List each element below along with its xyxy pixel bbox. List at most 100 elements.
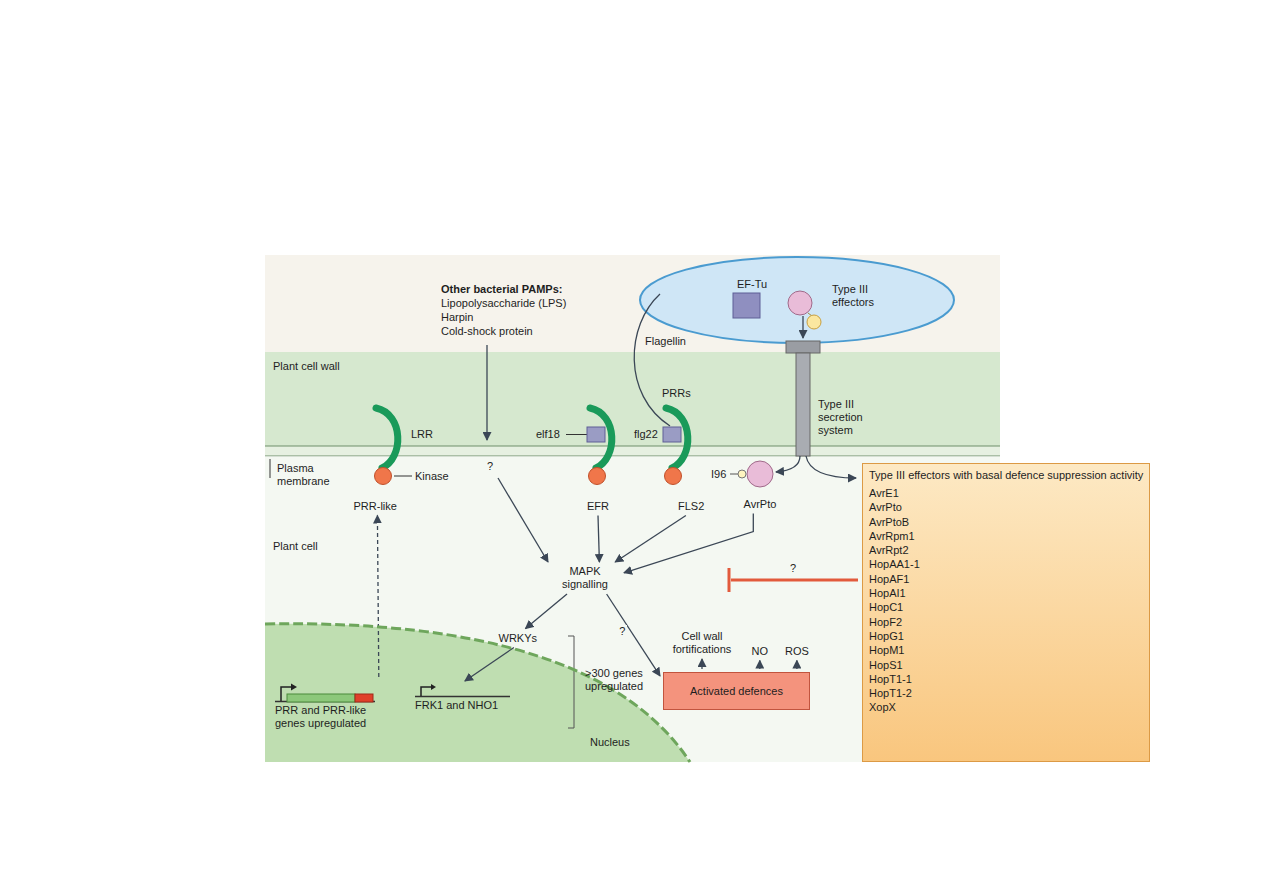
node-text: WRKYs [499, 632, 538, 645]
node-text: AvrPto [744, 498, 777, 511]
protein-label: Type III effectors [832, 283, 890, 309]
receptor-label: FLS2 [678, 500, 704, 513]
connector-arrow [465, 648, 514, 682]
node-text: MAPK signalling [549, 565, 621, 591]
promoter-head [431, 684, 436, 690]
list-item: XopX [869, 700, 1143, 714]
connector-arrow [624, 514, 753, 573]
ligand-label: flg22 [634, 428, 658, 441]
region-label: Plant cell [273, 540, 318, 553]
connector-arrow [377, 516, 378, 678]
connector-arrow [759, 661, 760, 670]
line-stroke [728, 568, 731, 592]
receptor-label: EFR [587, 500, 609, 513]
connector-arrow [607, 594, 660, 676]
transcription-factor-label: WRKYs [499, 632, 538, 645]
effector-list-box: Type III effectors with basal defence su… [862, 463, 1150, 762]
bracket [568, 636, 574, 728]
flg22-ligand [663, 427, 681, 442]
node-text: Cell wall fortifications [666, 630, 738, 656]
pamp-item: Lipopolysaccharide (LPS) [441, 297, 566, 310]
ef-tu-protein [733, 293, 760, 318]
region-label: Plasma membrane [277, 462, 339, 488]
unknown-mark: ? [487, 460, 493, 473]
pamp-arrow [486, 345, 487, 440]
defence-box: Activated defences [663, 672, 810, 710]
inhibition-line [731, 579, 858, 582]
line-stroke [730, 474, 738, 475]
kinase-domain [375, 468, 392, 485]
list-item: AvrRpt2 [869, 543, 1143, 557]
list-item: HopC1 [869, 600, 1143, 614]
list-item: HopT1-2 [869, 686, 1143, 700]
effector-protein [807, 315, 821, 329]
connector-arrow [615, 516, 686, 563]
nuclear-envelope [265, 624, 690, 762]
extracellular-space [265, 255, 1000, 352]
line-stroke [265, 446, 1000, 447]
connector-arrow [796, 661, 797, 670]
gene-body [287, 694, 355, 702]
node-text: PRR-like [354, 500, 397, 513]
connector-arrow [598, 516, 599, 563]
list-item: AvrRpm1 [869, 529, 1143, 543]
unknown-mark: ? [790, 562, 796, 575]
promoter-arrow [281, 687, 291, 701]
pathway-label: MAPK signalling [549, 565, 621, 591]
kinase-domain [589, 468, 606, 485]
list-item: HopM1 [869, 643, 1143, 657]
list-item: HopT1-1 [869, 672, 1143, 686]
kinase-exon [355, 694, 373, 702]
plasma-membrane [265, 446, 1000, 456]
structure-label: Type III secretion system [818, 398, 898, 437]
gene-label: FRK1 and NHO1 [415, 684, 498, 712]
promoter-arrow [421, 687, 431, 696]
node-text: Nucleus [590, 736, 630, 749]
receptor-label: PRR-like [354, 500, 397, 513]
protein-label: EF-Tu [737, 278, 767, 291]
gene-symbol [275, 680, 385, 706]
line-stroke [802, 316, 803, 338]
list-item: AvrE1 [869, 486, 1143, 500]
node-text: ROS [785, 645, 809, 658]
domain-label: LRR [411, 428, 433, 441]
connector-arrow [701, 659, 702, 669]
list-item: AvrPto [869, 500, 1143, 514]
node-text: EFR [587, 500, 609, 513]
list-item: HopG1 [869, 629, 1143, 643]
list-item: AvrPtoB [869, 515, 1143, 529]
effector-protein [788, 291, 812, 315]
box-heading: Type III effectors with basal defence su… [869, 469, 1143, 482]
pamp-heading: Other bacterial PAMPs: [441, 283, 562, 296]
path-stroke [806, 456, 856, 478]
ligand-label: Flagellin [645, 335, 686, 348]
defence-output: Cell wall fortifications [666, 630, 738, 656]
residue-label: I96 [711, 468, 726, 481]
bracket-label: >300 genes upregulated [585, 667, 657, 693]
connector-arrow [526, 594, 568, 629]
secretion-pipe [796, 353, 810, 456]
domain-label: Kinase [415, 470, 449, 483]
list-item: HopS1 [869, 658, 1143, 672]
node-text: NO [752, 645, 769, 658]
list-item: HopAI1 [869, 586, 1143, 600]
gene-baseline [415, 696, 510, 697]
ligand-label: elf18 [536, 428, 560, 441]
kinase-domain [665, 468, 682, 485]
receptor-lrr [376, 408, 398, 468]
nucleus-fill [265, 624, 690, 762]
elf18-ligand [587, 427, 605, 442]
avrpto-protein [747, 461, 773, 487]
gene-label: PRR and PRR-like genes upregulated [275, 680, 393, 730]
leader-line [394, 476, 412, 477]
bacterium [640, 257, 954, 343]
effector-label: AvrPto [744, 498, 777, 511]
node-text: PRR and PRR-like genes upregulated [275, 704, 393, 730]
node-text: FLS2 [678, 500, 704, 513]
node-text: Activated defences [690, 685, 783, 698]
pamp-item: Harpin [441, 311, 473, 324]
membrane-tick [270, 459, 271, 478]
defence-output: ROS [785, 645, 809, 658]
node-text: FRK1 and NHO1 [415, 699, 498, 712]
